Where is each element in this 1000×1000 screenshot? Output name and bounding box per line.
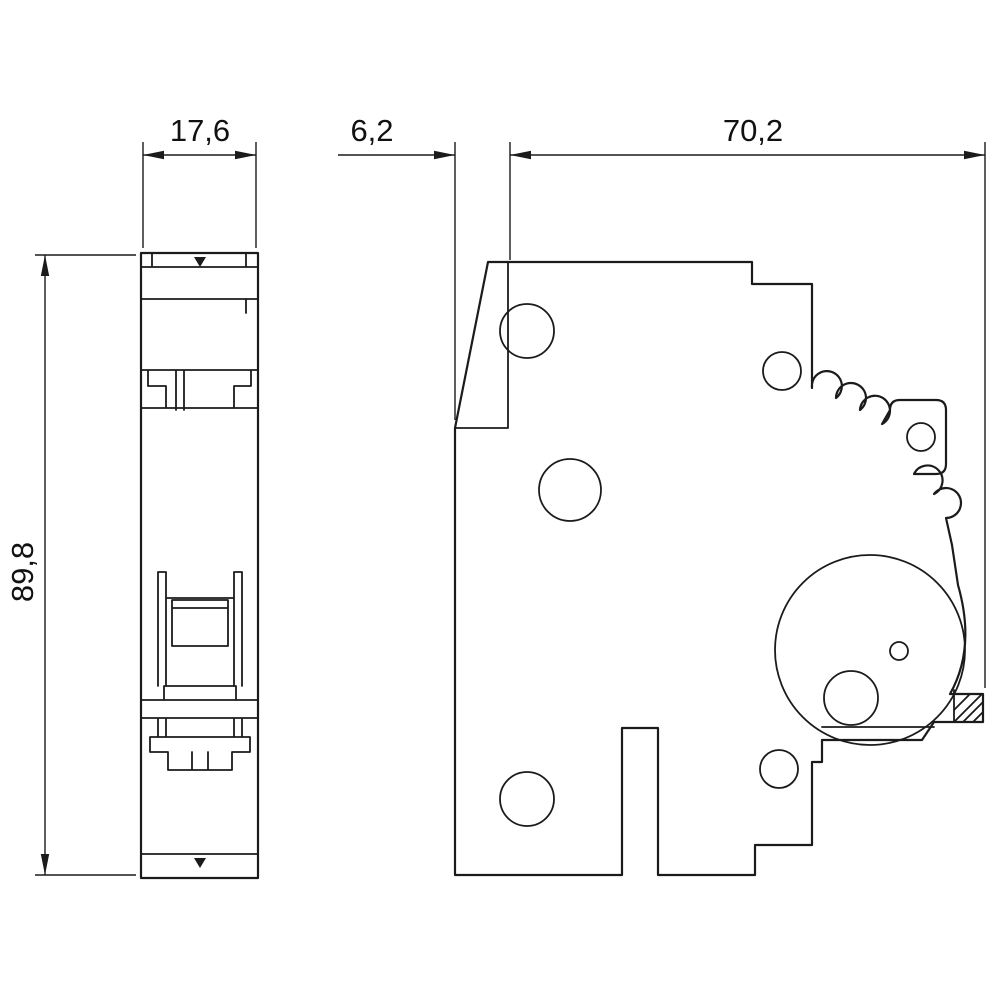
dimension-label-body-depth: 70,2 <box>723 113 783 148</box>
arrowhead-width-left <box>143 150 164 160</box>
arrowhead-width-right <box>235 150 256 160</box>
front-view-internal-lines <box>140 252 259 855</box>
front-view-top-notch-marker <box>194 257 206 267</box>
clip-roller-circle <box>823 670 879 726</box>
arrowhead-height-top <box>40 255 50 276</box>
arrowhead-body-depth-right <box>964 150 985 160</box>
dimension-annotations: 17,6 6,2 70,2 89,8 <box>5 113 986 876</box>
rivet-hole-top-left <box>499 303 555 359</box>
dimension-label-width: 17,6 <box>170 113 230 148</box>
side-view-body-outline <box>453 260 985 877</box>
din-clip-guide-circle <box>774 554 966 746</box>
front-view <box>139 251 260 880</box>
rivet-hole-ear <box>906 422 936 452</box>
arrowhead-front-depth <box>434 150 455 160</box>
dimension-label-height: 89,8 <box>5 542 40 602</box>
front-view-bottom-notch-marker <box>194 858 206 868</box>
extension-lines <box>35 142 986 876</box>
side-view <box>453 260 985 877</box>
din-clip-hatching <box>953 693 984 723</box>
rivet-hole-bottom-right <box>759 749 799 789</box>
side-view-internal-lines <box>454 261 955 728</box>
arrowhead-body-depth-left <box>510 150 531 160</box>
rivet-hole-middle <box>538 458 602 522</box>
rivet-hole-top-right <box>762 351 802 391</box>
clip-pivot-small-hole <box>889 641 909 661</box>
dimension-label-front-depth: 6,2 <box>350 113 393 148</box>
front-view-body-outline <box>139 251 260 880</box>
arrowhead-height-bottom <box>40 854 50 875</box>
rivet-hole-bottom-left <box>499 771 555 827</box>
